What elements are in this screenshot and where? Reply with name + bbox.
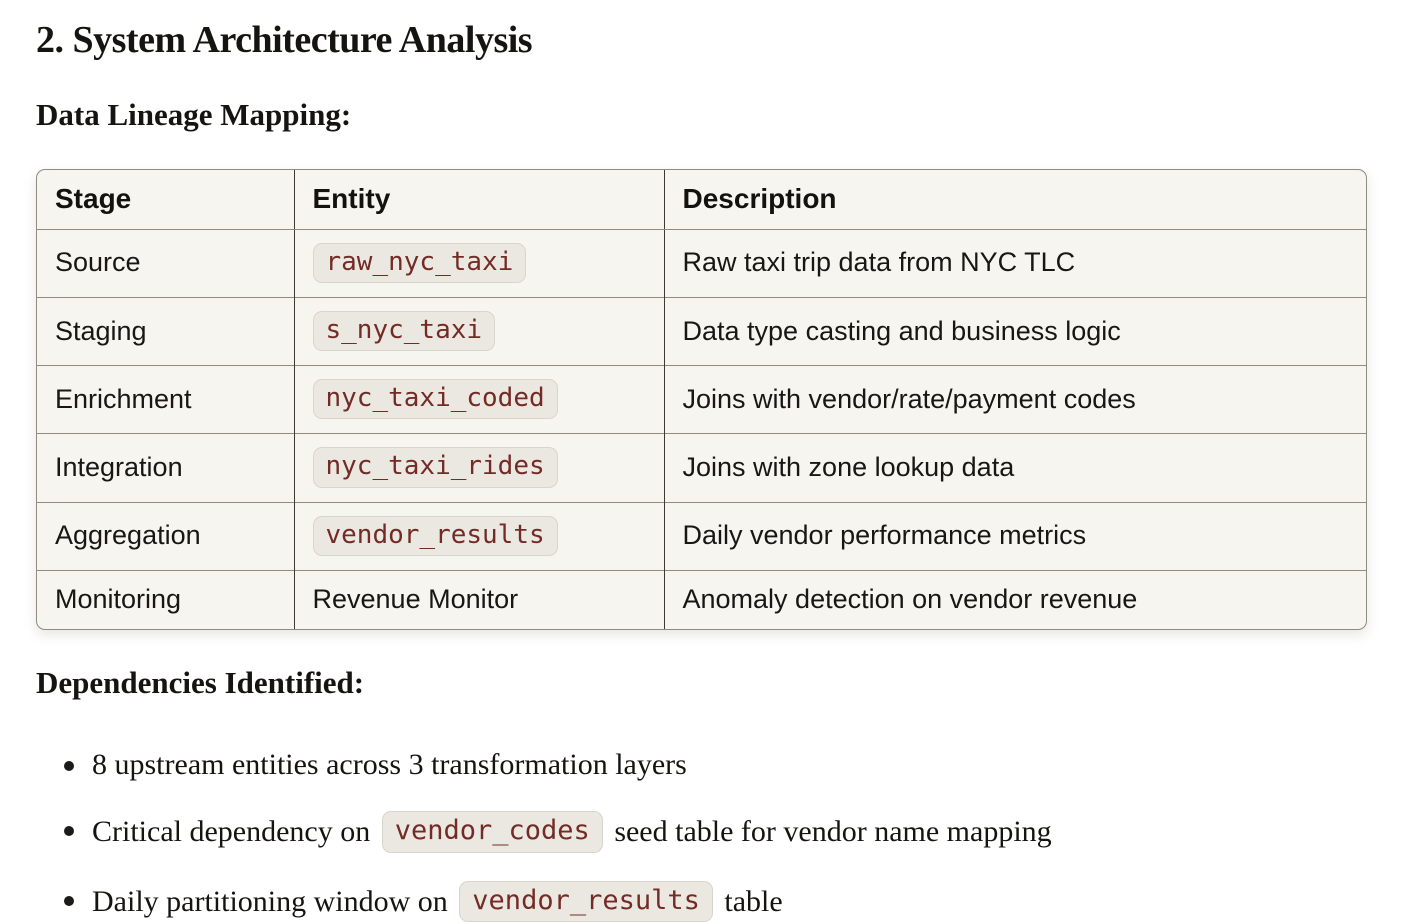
entity-code-chip: vendor_results [312, 515, 558, 556]
section-title-data-lineage: Data Lineage Mapping: [36, 96, 352, 132]
description-cell: Raw taxi trip data from NYC TLC [663, 229, 1366, 298]
entity-code-chip: nyc_taxi_coded [312, 379, 558, 420]
entity-code-chip: raw_nyc_taxi [312, 242, 527, 284]
description-cell: Data type casting and business logic [663, 297, 1366, 366]
stage-cell: Aggregation [37, 501, 294, 571]
description-cell: Anomaly detection on vendor revenue [663, 569, 1366, 629]
section-title-dependencies: Dependencies Identified: [36, 664, 365, 700]
entity-cell: Revenue Monitor [293, 569, 664, 629]
column-header-description: Description [663, 169, 1366, 230]
entity-cell: s_nyc_taxi [293, 297, 664, 366]
stage-cell: Integration [37, 433, 294, 503]
entity-cell: vendor_results [293, 501, 664, 571]
lineage-table-header: Stage Entity Description [37, 169, 1366, 230]
lineage-table-body: Source raw_nyc_taxi Raw taxi trip data fro… [37, 229, 1366, 629]
table-row: Enrichment nyc_taxi_coded Joins with vendo… [37, 365, 1366, 434]
inline-code-chip: vendor_results [459, 880, 713, 922]
table-row: Integration nyc_taxi_rides Joins with zone… [37, 433, 1366, 503]
entity-cell: nyc_taxi_coded [293, 365, 664, 434]
list-item: Daily partitioning window on vendor_resu… [64, 880, 1367, 922]
column-header-entity: Entity [293, 169, 664, 230]
stage-cell: Enrichment [37, 365, 294, 434]
dependencies-list: 8 upstream entities across 3 transformat… [36, 746, 1367, 922]
entity-code-chip: nyc_taxi_rides [312, 447, 558, 488]
entity-code-chip: s_nyc_taxi [312, 311, 496, 352]
stage-cell: Monitoring [37, 569, 294, 629]
table-row: Source raw_nyc_taxi Raw taxi trip data fro… [37, 229, 1366, 298]
stage-cell: Source [55, 247, 141, 278]
entity-cell: raw_nyc_taxi [293, 229, 664, 298]
header-row: Stage Entity Description [37, 169, 1366, 230]
page-title: 2. System Architecture Analysis [36, 19, 533, 61]
lineage-table-container: Stage Entity Description Source raw_nyc_t… [36, 168, 1367, 630]
description-cell: Daily vendor performance metrics [663, 501, 1366, 571]
entity-cell: nyc_taxi_rides [293, 433, 664, 503]
list-item: 8 upstream entities across 3 transformat… [64, 746, 1367, 784]
table-row: Staging s_nyc_taxi Data type casting and b… [37, 297, 1366, 366]
table-row: Aggregation vendor_results Daily vendor pe… [37, 501, 1366, 571]
lineage-table: Stage Entity Description Source raw_nyc_t… [37, 169, 1366, 629]
inline-code-chip: vendor_codes [381, 811, 603, 853]
column-header-stage: Stage [37, 169, 294, 230]
description-cell: Joins with zone lookup data [663, 433, 1366, 503]
stage-cell: Staging [37, 297, 294, 366]
list-item: Critical dependency on vendor_codes seed… [64, 811, 1367, 853]
description-cell: Joins with vendor/rate/payment codes [663, 365, 1366, 434]
